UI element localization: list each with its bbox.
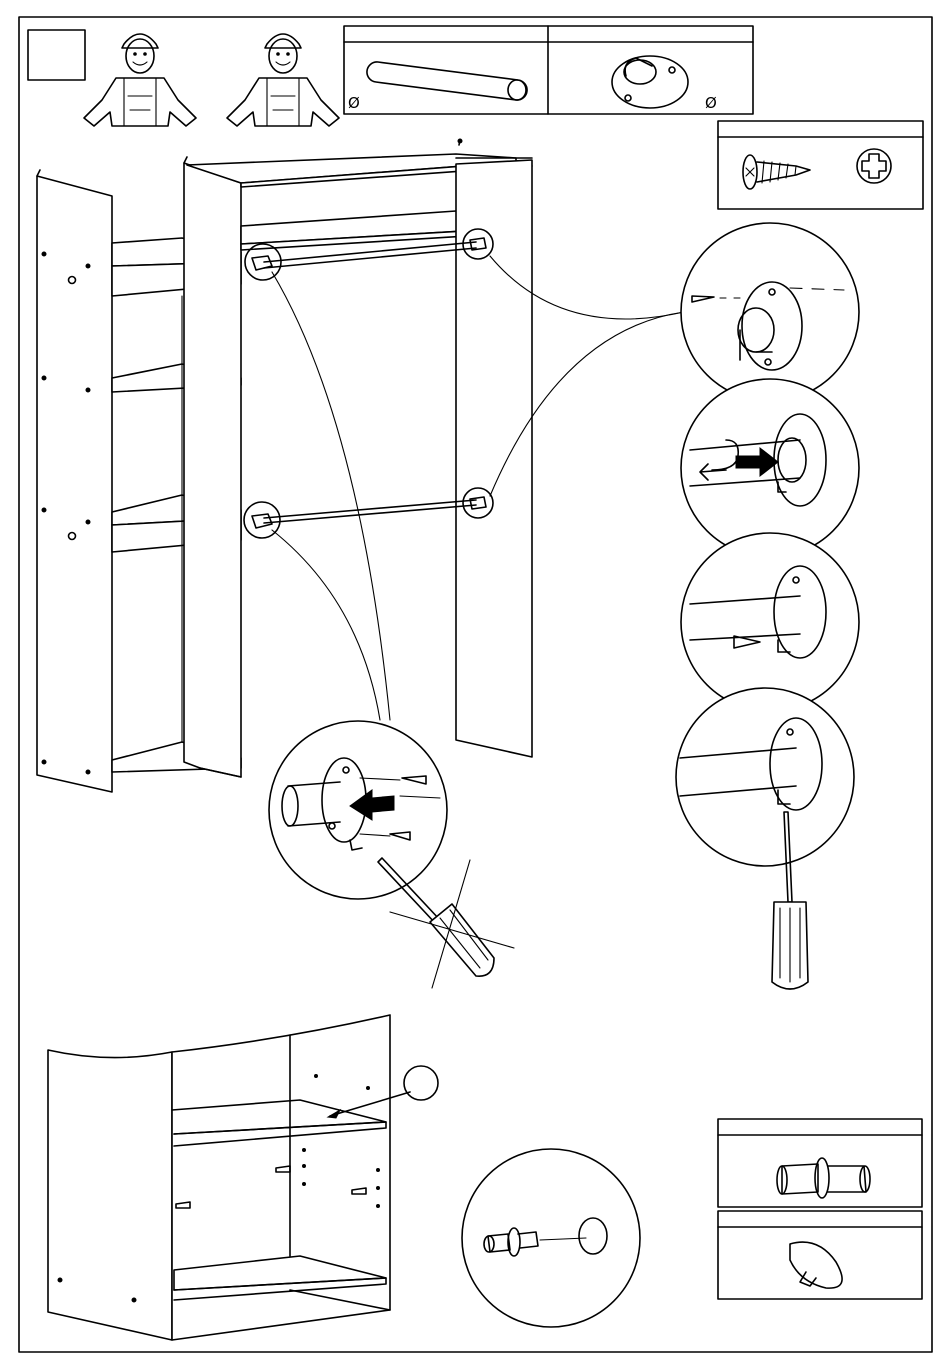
parts-box-screw	[718, 121, 923, 209]
bracket-diameter-symbol: Ø	[705, 94, 717, 112]
phillips-screwdriver-icon	[857, 149, 891, 183]
wood-screw-icon	[743, 155, 810, 189]
bracket-detail-step-1	[681, 223, 859, 401]
bracket-detail-screwing	[269, 721, 447, 899]
hanging-rail-rod-icon	[367, 62, 527, 100]
assembler-person-icon	[227, 34, 339, 126]
parts-box-shelf-pin	[718, 1119, 922, 1207]
rod-diameter-symbol: Ø	[348, 94, 360, 112]
pin-detail-marker	[404, 1066, 438, 1100]
wardrobe-carcass	[37, 139, 532, 792]
bracket-detail-step-4	[676, 688, 854, 866]
cover-cap-icon	[790, 1242, 842, 1288]
rail-bracket-icon	[612, 56, 688, 108]
step-number-box	[28, 30, 85, 80]
parts-box-rod-bracket: Ø Ø	[344, 26, 753, 114]
shelf-support-pin-icon	[777, 1158, 870, 1198]
lower-cabinet	[48, 1015, 438, 1340]
assembler-person-icon	[84, 34, 196, 126]
bracket-detail-step-2	[681, 379, 859, 557]
bracket-detail-step-3	[681, 533, 859, 711]
parts-box-cover-cap	[718, 1211, 922, 1299]
shelf-pin-detail	[462, 1149, 640, 1327]
